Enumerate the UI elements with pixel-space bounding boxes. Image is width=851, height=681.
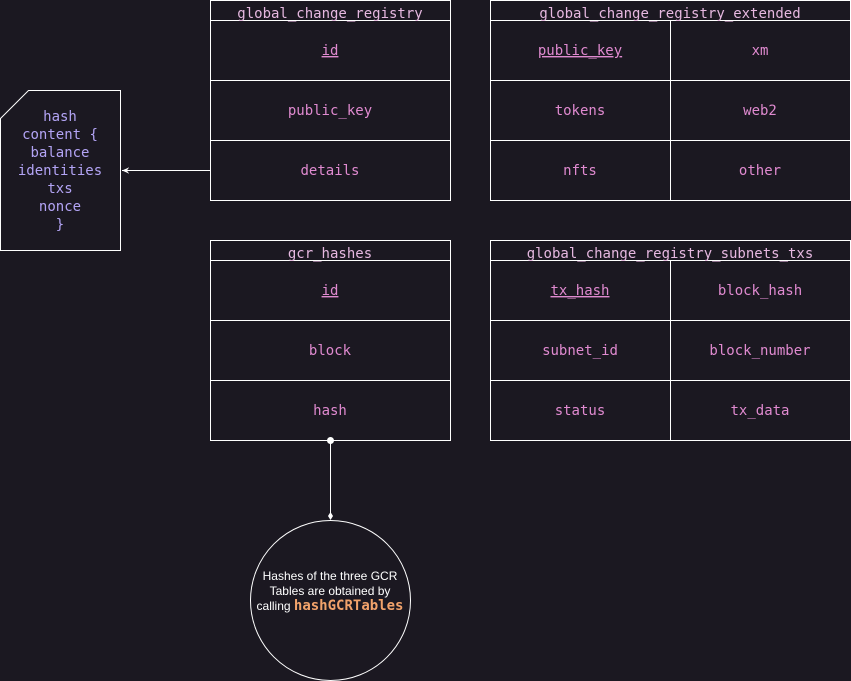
column-web2: web2 bbox=[743, 103, 777, 119]
note-line-nonce: nonce bbox=[39, 199, 81, 215]
column-hash: hash bbox=[313, 403, 347, 419]
column-tokens: tokens bbox=[555, 103, 606, 119]
note-line-identities: identities bbox=[18, 163, 102, 179]
column-public-key: public_key bbox=[288, 103, 372, 119]
column-id: id bbox=[322, 283, 339, 299]
table-title: global_change_registry_subnets_txs bbox=[527, 246, 814, 262]
table-global-change-registry: global_change_registry id public_key det… bbox=[210, 0, 451, 201]
column-tx-data: tx_data bbox=[730, 403, 789, 419]
column-nfts: nfts bbox=[563, 163, 597, 179]
table-global-change-registry-subnets-txs: global_change_registry_subnets_txs tx_ha… bbox=[490, 240, 851, 441]
table-title: global_change_registry_extended bbox=[539, 6, 800, 22]
column-other: other bbox=[739, 163, 781, 179]
table-title: global_change_registry bbox=[237, 6, 422, 22]
column-details: details bbox=[300, 163, 359, 179]
hash-to-circle-connector bbox=[327, 437, 334, 520]
table-global-change-registry-extended: global_change_registry_extended public_k… bbox=[490, 0, 851, 201]
circle-explanation-text: Hashes of the three GCR Tables are obtai… bbox=[253, 569, 407, 614]
note-line-txs: txs bbox=[47, 181, 72, 197]
column-id: id bbox=[322, 43, 339, 59]
note-line-close: } bbox=[56, 217, 64, 233]
column-xm: xm bbox=[752, 43, 769, 59]
table-title: gcr_hashes bbox=[288, 246, 372, 262]
column-status: status bbox=[555, 403, 606, 419]
table-gcr-hashes: gcr_hashes id block hash bbox=[210, 240, 451, 441]
note-line-hash: hash bbox=[43, 109, 77, 125]
state-note: hash content { balance identities txs no… bbox=[0, 90, 121, 251]
column-block: block bbox=[309, 343, 352, 359]
note-line-content: content { bbox=[22, 127, 98, 143]
column-subnet-id: subnet_id bbox=[542, 343, 618, 359]
column-tx-hash: tx_hash bbox=[550, 283, 609, 299]
note-line-balance: balance bbox=[30, 145, 89, 161]
function-name-highlight: hashGCRTables bbox=[293, 598, 404, 614]
column-block-number: block_number bbox=[709, 343, 810, 359]
column-block-hash: block_hash bbox=[718, 283, 802, 299]
circle-description: Hashes of the three GCR Tables are obtai… bbox=[256, 569, 398, 613]
column-public-key: public_key bbox=[538, 43, 622, 59]
